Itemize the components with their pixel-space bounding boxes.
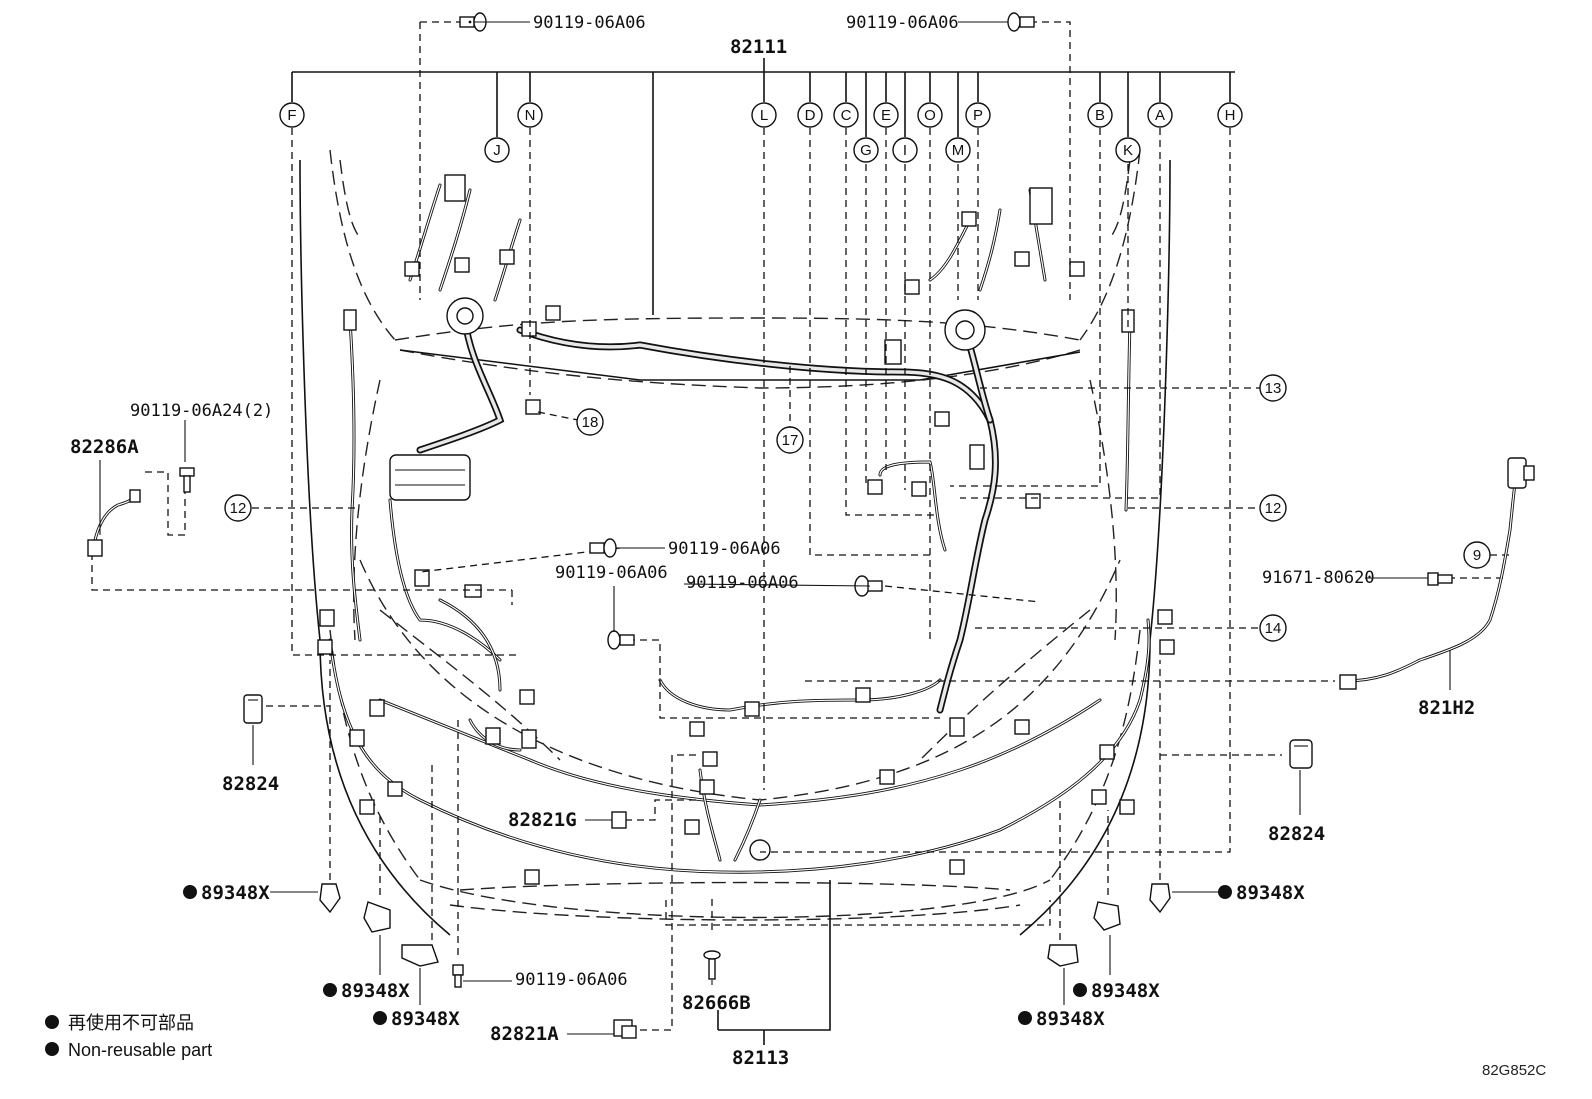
bumper-harness-82113 bbox=[317, 598, 1175, 885]
callout-k: K bbox=[1123, 142, 1133, 159]
main-harness-leaders bbox=[291, 58, 1235, 315]
sensor-harness-icon bbox=[1339, 457, 1535, 690]
label-clamp-mid-3: 90119-06A06 bbox=[686, 573, 799, 593]
callout-p: P bbox=[973, 107, 983, 124]
label-lower-harness: 82113 bbox=[732, 1047, 789, 1069]
callout-14: 14 bbox=[1265, 620, 1282, 637]
callout-l: L bbox=[760, 107, 768, 124]
callout-17: 17 bbox=[782, 432, 799, 449]
legend-en: Non-reusable part bbox=[68, 1040, 212, 1060]
connector-icon bbox=[1289, 739, 1313, 769]
label-clamp-bottom: 90119-06A06 bbox=[515, 970, 628, 990]
label-clamp-mid-1: 90119-06A06 bbox=[668, 539, 781, 559]
clip-icon bbox=[1093, 901, 1121, 931]
side-harness-icon bbox=[87, 489, 141, 557]
dashed-leaders bbox=[91, 21, 1510, 1031]
number-callouts: 13 17 18 12 12 14 9 bbox=[224, 374, 1491, 642]
hardware-icons bbox=[87, 12, 1535, 1039]
callout-m: M bbox=[952, 142, 965, 159]
part-labels: 82111 90119-06A06 90119-06A06 90119-06A2… bbox=[70, 13, 1475, 1069]
callout-b: B bbox=[1095, 107, 1105, 124]
vehicle-body-outline bbox=[299, 149, 1171, 936]
callout-13: 13 bbox=[1265, 380, 1282, 397]
clip-icon bbox=[703, 950, 721, 980]
label-screw-right: 91671-80620 bbox=[1262, 568, 1375, 588]
callout-12-right: 12 bbox=[1265, 500, 1282, 517]
label-clip-left-1: 89348X bbox=[201, 882, 270, 904]
callout-c: C bbox=[841, 107, 852, 124]
clamp-icon bbox=[1007, 12, 1035, 32]
label-clip-right-3: 89348X bbox=[1036, 1008, 1105, 1030]
label-sensor-harness: 821H2 bbox=[1418, 697, 1475, 719]
callout-a: A bbox=[1155, 107, 1165, 124]
main-harness-82111 bbox=[343, 174, 1135, 714]
legend-jp: 再使用不可部品 bbox=[68, 1013, 194, 1033]
callout-n: N bbox=[525, 107, 536, 124]
label-main-harness: 82111 bbox=[730, 36, 787, 58]
callout-o: O bbox=[924, 107, 936, 124]
legend: 再使用不可部品 Non-reusable part bbox=[45, 1013, 212, 1060]
label-side-harness: 82286A bbox=[70, 436, 139, 458]
clip-icon bbox=[1149, 883, 1171, 914]
drawing-ref-code: 82G852C bbox=[1482, 1062, 1546, 1079]
label-clip-right-1: 89348X bbox=[1236, 882, 1305, 904]
clamp-icon bbox=[589, 538, 617, 558]
label-clip-right-2: 89348X bbox=[1091, 980, 1160, 1002]
label-bolt-pair: 90119-06A24(2) bbox=[130, 401, 273, 421]
label-connector-center: 82821G bbox=[508, 809, 577, 831]
callout-j: J bbox=[493, 142, 501, 159]
callout-i: I bbox=[903, 142, 907, 159]
clip-icon bbox=[319, 883, 341, 914]
callout-e: E bbox=[881, 107, 891, 124]
callout-g: G bbox=[860, 142, 872, 159]
screw-icon bbox=[1427, 572, 1453, 586]
connector-icon bbox=[611, 811, 627, 829]
label-clamp-top-left: 90119-06A06 bbox=[533, 13, 646, 33]
callout-9: 9 bbox=[1473, 547, 1481, 564]
label-clip-left-2: 89348X bbox=[341, 980, 410, 1002]
lower-harness-leaders bbox=[717, 880, 831, 1045]
clip-icon bbox=[1047, 944, 1079, 967]
callout-d: D bbox=[805, 107, 816, 124]
label-clamp-mid-2: 90119-06A06 bbox=[555, 563, 668, 583]
label-connector-left: 82824 bbox=[222, 773, 279, 795]
clamp-icon bbox=[452, 964, 464, 988]
clamp-icon bbox=[607, 630, 635, 650]
clip-icon bbox=[401, 944, 439, 967]
bolt-icon bbox=[179, 467, 195, 493]
callout-f: F bbox=[287, 107, 296, 124]
callout-12-left: 12 bbox=[230, 500, 247, 517]
connector-icon bbox=[613, 1019, 637, 1039]
letter-callouts: F J N L D C G E I O M P B K A H bbox=[279, 102, 1243, 163]
label-clip-center: 82666B bbox=[682, 992, 751, 1014]
callout-h: H bbox=[1225, 107, 1236, 124]
label-clip-left-3: 89348X bbox=[391, 1008, 460, 1030]
label-connector-right: 82824 bbox=[1268, 823, 1325, 845]
label-clamp-top-right: 90119-06A06 bbox=[846, 13, 959, 33]
clip-icon bbox=[363, 901, 391, 933]
callout-18: 18 bbox=[582, 414, 599, 431]
label-connector-bottom: 82821A bbox=[490, 1023, 559, 1045]
connector-icon bbox=[243, 694, 263, 724]
